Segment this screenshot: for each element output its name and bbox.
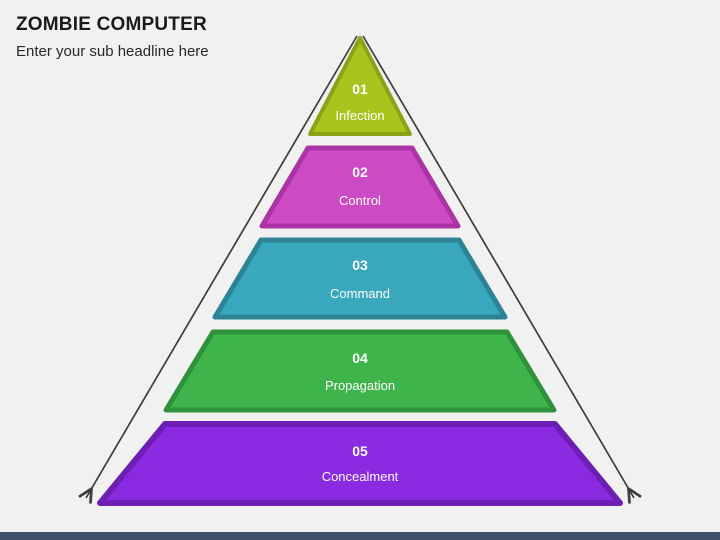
level-04-label: Propagation — [325, 378, 395, 393]
level-01-number: 01 — [352, 81, 368, 97]
level-03-shape[interactable] — [212, 237, 508, 320]
level-03-label: Command — [330, 286, 390, 301]
slide-header: ZOMBIE COMPUTER Enter your sub headline … — [16, 14, 436, 62]
pyramid-level-05[interactable]: 05 Concealment — [97, 421, 623, 506]
level-02-shape[interactable] — [259, 145, 461, 229]
pyramid-outline-arrows — [86, 35, 634, 498]
pyramid-level-04[interactable]: 04 Propagation — [163, 329, 557, 413]
down-right-arrow — [362, 35, 634, 498]
footer-accent-bar — [0, 532, 720, 540]
level-03-number: 03 — [352, 257, 368, 273]
level-01-label: Infection — [335, 108, 384, 123]
page-subtitle: Enter your sub headline here — [16, 43, 209, 60]
level-05-number: 05 — [352, 443, 368, 459]
level-04-number: 04 — [352, 350, 368, 366]
page-title: ZOMBIE COMPUTER — [16, 14, 207, 35]
level-04-shape[interactable] — [163, 329, 557, 413]
pyramid-level-03[interactable]: 03 Command — [212, 237, 508, 320]
level-02-number: 02 — [352, 164, 368, 180]
level-02-label: Control — [339, 193, 381, 208]
pyramid-level-02[interactable]: 02 Control — [259, 145, 461, 229]
down-left-arrow — [86, 35, 358, 498]
level-05-label: Concealment — [322, 469, 399, 484]
level-05-shape[interactable] — [97, 421, 623, 506]
level-01-shape[interactable] — [308, 36, 412, 136]
pyramid-level-01[interactable]: 01 Infection — [308, 36, 412, 136]
